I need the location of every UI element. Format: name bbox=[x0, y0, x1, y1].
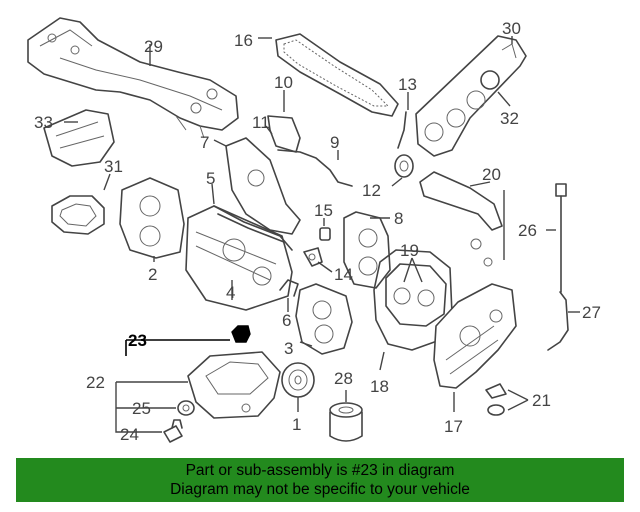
callout-3: 3 bbox=[284, 339, 293, 358]
callout-25: 25 bbox=[132, 399, 151, 418]
callout-10: 10 bbox=[274, 73, 293, 92]
callout-8: 8 bbox=[394, 209, 403, 228]
callout-5: 5 bbox=[206, 169, 215, 188]
callout-7: 7 bbox=[200, 133, 209, 152]
pipe-20-drawing bbox=[419, 171, 503, 267]
callout-22: 22 bbox=[86, 373, 105, 392]
callout-26: 26 bbox=[518, 221, 537, 240]
callout-28: 28 bbox=[334, 369, 353, 388]
sensor-21-drawing bbox=[485, 383, 507, 416]
dipstick-26-drawing bbox=[555, 183, 567, 293]
gasket-11-drawing bbox=[267, 115, 301, 153]
callout-9: 9 bbox=[330, 133, 339, 152]
callout-12: 12 bbox=[362, 181, 381, 200]
callout-16: 16 bbox=[234, 31, 253, 50]
callout-33: 33 bbox=[34, 113, 53, 132]
washer-25-drawing bbox=[177, 400, 195, 416]
belt-cover-4-drawing bbox=[185, 205, 293, 311]
callout-13: 13 bbox=[398, 75, 417, 94]
pulley-1-drawing bbox=[281, 362, 315, 412]
callout-14: 14 bbox=[334, 265, 353, 284]
belt-cover-2-drawing bbox=[119, 177, 185, 259]
oil-pan-drawing bbox=[187, 351, 281, 419]
oil-filter-drawing bbox=[329, 402, 363, 442]
intake-manifold-drawing bbox=[27, 17, 239, 139]
seal-12-drawing bbox=[394, 154, 414, 178]
callout-20: 20 bbox=[482, 165, 501, 184]
gasket-9-drawing bbox=[277, 149, 353, 187]
callout-17: 17 bbox=[444, 417, 463, 436]
dipstick-tube-27-drawing bbox=[547, 291, 569, 351]
tube-6-drawing bbox=[279, 279, 299, 297]
gasket-31-drawing bbox=[51, 195, 105, 235]
crank-cover-3-drawing bbox=[295, 283, 353, 355]
callout-15: 15 bbox=[314, 201, 333, 220]
leader-lines bbox=[64, 36, 580, 433]
tube-13-drawing bbox=[397, 111, 407, 149]
callout-21: 21 bbox=[532, 391, 551, 410]
info-banner: Part or sub-assembly is #23 in diagram D… bbox=[16, 458, 624, 502]
callout-32: 32 bbox=[500, 109, 519, 128]
throttle-body-drawing bbox=[415, 35, 527, 157]
timing-belt-drawing bbox=[275, 33, 399, 117]
callout-numbers: 29 16 10 11 7 9 13 12 30 32 33 31 5 20 1… bbox=[34, 19, 601, 444]
part-23-highlight-drawing bbox=[231, 325, 251, 343]
callout-1: 1 bbox=[292, 415, 301, 434]
part-15-drawing bbox=[319, 227, 331, 241]
belt-cover-7-drawing bbox=[225, 137, 301, 235]
callout-30: 30 bbox=[502, 19, 521, 38]
callout-18: 18 bbox=[370, 377, 389, 396]
leader-line-23 bbox=[125, 339, 230, 356]
front-case-17-drawing bbox=[433, 283, 517, 389]
callout-31: 31 bbox=[104, 157, 123, 176]
callout-24: 24 bbox=[120, 425, 139, 444]
callout-23: 23 bbox=[128, 331, 147, 350]
callout-4: 4 bbox=[226, 283, 235, 302]
callout-2: 2 bbox=[148, 265, 157, 284]
callout-27: 27 bbox=[582, 303, 601, 322]
callout-6: 6 bbox=[282, 311, 291, 330]
callout-19: 19 bbox=[400, 241, 419, 260]
callout-29: 29 bbox=[144, 37, 163, 56]
part-14-drawing bbox=[303, 247, 323, 267]
drain-plug-24-drawing bbox=[163, 419, 183, 443]
banner-line-part: Part or sub-assembly is #23 in diagram bbox=[185, 462, 455, 479]
callout-11: 11 bbox=[252, 113, 270, 132]
timing-cover-upper-drawing bbox=[43, 109, 115, 167]
parts-diagram: 29 16 10 11 7 9 13 12 30 32 33 31 5 20 1… bbox=[27, 17, 601, 444]
banner-line-disclaimer: Diagram may not be specific to your vehi… bbox=[170, 481, 470, 498]
gasket-19-drawing bbox=[385, 263, 447, 327]
gasket-5-drawing bbox=[213, 205, 293, 251]
